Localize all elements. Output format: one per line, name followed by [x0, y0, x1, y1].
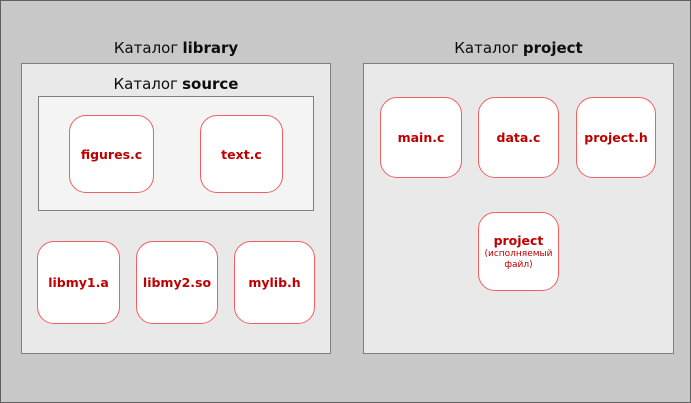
file-label: project.h: [584, 130, 648, 145]
file-box-project-h: project.h: [576, 97, 656, 178]
file-label: mylib.h: [248, 275, 301, 290]
file-label: project: [493, 232, 544, 248]
project-title-prefix: Каталог: [454, 39, 519, 57]
file-box-project-executable: project (исполняемый файл): [478, 212, 559, 291]
source-title-name: source: [182, 75, 239, 93]
file-label: data.c: [496, 130, 541, 145]
file-box-mylib-h: mylib.h: [234, 241, 315, 324]
project-title-name: project: [522, 39, 583, 57]
file-box-data-c: data.c: [478, 97, 559, 178]
library-title-name: library: [182, 39, 239, 57]
file-label: main.c: [397, 130, 445, 145]
file-label: libmy1.a: [48, 275, 109, 290]
file-box-libmy1-a: libmy1.a: [37, 241, 120, 324]
file-box-text-c: text.c: [200, 115, 283, 193]
file-label: libmy2.so: [142, 275, 212, 290]
file-label: figures.c: [80, 146, 143, 162]
file-label: text.c: [221, 146, 262, 162]
source-title-prefix: Каталог: [113, 75, 178, 93]
file-box-libmy2-so: libmy2.so: [136, 241, 218, 324]
executable-note: (исполняемый файл): [484, 248, 553, 270]
file-box-main-c: main.c: [380, 97, 462, 178]
file-box-figures-c: figures.c: [69, 115, 154, 193]
library-title-prefix: Каталог: [113, 39, 179, 57]
